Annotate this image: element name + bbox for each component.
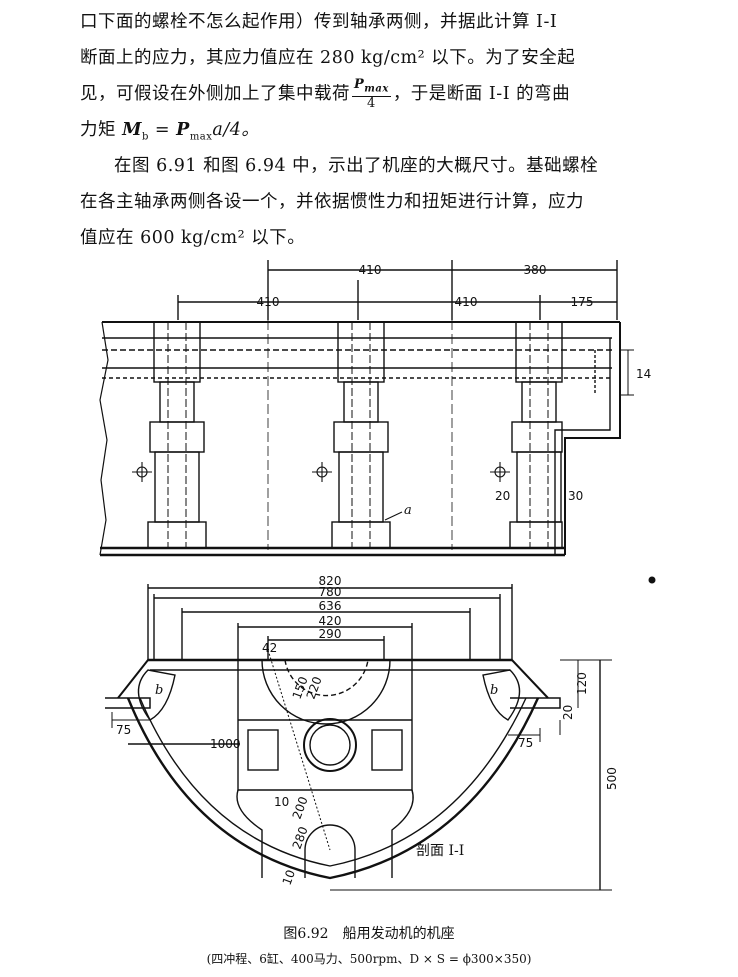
- fraction-denominator: 4: [367, 96, 376, 112]
- text-span: 见，可假设在外侧加上了集中载荷: [80, 84, 350, 104]
- subscript: max: [189, 131, 213, 143]
- figure-caption: 图6.92 船用发动机的机座: [283, 926, 455, 942]
- figure-subcaption: (四冲程、6缸、400马力、500rpm、D × S = ϕ300×350): [206, 952, 532, 966]
- text-span: ，于是断面 I-I 的弯曲: [392, 84, 571, 104]
- dim-label: 1000: [210, 737, 241, 751]
- fraction-numerator: Pmax: [352, 76, 391, 98]
- dim-label: 410: [455, 295, 478, 309]
- body-text: 口下面的螺栓不怎么起作用）传到轴承两侧，并据此计算 I-I 断面上的应力，其应力…: [80, 4, 680, 256]
- text-line: 力矩 Mb = Pmaxa/4。: [80, 112, 680, 148]
- dim-label: 10: [280, 868, 298, 887]
- dim-label: 290: [319, 627, 342, 641]
- dim-label: 75: [518, 736, 533, 750]
- text-span: =: [148, 120, 177, 140]
- dim-label: 500: [605, 767, 619, 790]
- text-span: 力矩: [80, 120, 123, 140]
- dim-label: 120: [575, 672, 589, 695]
- subscript: max: [364, 83, 389, 95]
- dim-label: 280: [290, 825, 311, 851]
- var-p: P: [354, 76, 365, 92]
- var-p: P: [176, 120, 190, 140]
- part-label: a: [404, 503, 412, 518]
- section-label: 剖面 I-I: [416, 843, 464, 859]
- text-line: 在各主轴承两侧各设一个，并依据惯性力和扭矩进行计算，应力: [80, 192, 584, 212]
- part-label: b: [490, 683, 498, 698]
- dim-label: 20: [495, 489, 510, 503]
- dim-label: 410: [257, 295, 280, 309]
- text-span: a/4。: [212, 120, 260, 140]
- text-line: 口下面的螺栓不怎么起作用）传到轴承两侧，并据此计算 I-I: [80, 12, 558, 32]
- dim-label: 42: [262, 641, 277, 655]
- engine-bed-drawing: 410 380 410 410 175 14 20 30 a 820 780 6…: [99, 260, 656, 891]
- dim-label: 780: [319, 585, 342, 599]
- text-line: 值应在 600 kg/cm² 以下。: [80, 228, 306, 248]
- dim-label: 200: [290, 795, 311, 821]
- text-line: 在图 6.91 和图 6.94 中，示出了机座的大概尺寸。基础螺栓: [114, 156, 599, 176]
- dim-label: 20: [561, 705, 575, 720]
- dim-label: 380: [524, 263, 547, 277]
- subscript: b: [141, 131, 149, 143]
- ink-dot: [648, 576, 656, 584]
- dim-label: 175: [571, 295, 594, 309]
- dim-label: 410: [359, 263, 382, 277]
- part-label: b: [155, 683, 163, 698]
- dim-label: 420: [319, 614, 342, 628]
- dim-label: 30: [568, 489, 583, 503]
- var-m: M: [122, 120, 142, 140]
- text-line: 断面上的应力，其应力值应在 280 kg/cm² 以下。为了安全起: [80, 48, 576, 68]
- dim-label: 636: [319, 599, 342, 613]
- dim-label: 75: [116, 723, 131, 737]
- dim-label: 14: [636, 367, 651, 381]
- dim-label: 820: [319, 574, 342, 588]
- dim-label: 10: [274, 795, 289, 809]
